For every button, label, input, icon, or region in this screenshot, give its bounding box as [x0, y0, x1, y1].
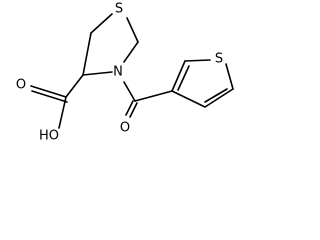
oxygen-atom-acid: O — [16, 78, 26, 93]
bond-s1-c2 — [126, 17, 139, 43]
bond-c4-c3-thio — [171, 90, 206, 108]
oxygen-atom-carbonyl: O — [120, 121, 130, 136]
bond-n3-ccarbonyl — [123, 81, 136, 102]
bond-n3-c4 — [82, 71, 113, 76]
bond-c5-c4-thio-inner — [204, 88, 228, 103]
sulfur-atom-thiophene: S — [215, 52, 223, 67]
thiophene-ring — [171, 59, 234, 108]
amide-carbonyl — [123, 81, 173, 118]
bond-ccarbonyl-thiophene — [134, 90, 173, 102]
bond-s-c5-thio — [225, 63, 234, 90]
bond-cacid-oh — [58, 96, 67, 129]
bond-c4-cacid — [65, 74, 84, 98]
sulfur-atom-thiazolidine: S — [115, 2, 123, 17]
bond-cacid-oacid-2 — [31, 90, 68, 103]
bond-c5-s1 — [90, 13, 113, 34]
bond-c2-n3 — [123, 41, 139, 63]
bond-ccarbonyl-o-1 — [125, 100, 134, 116]
carboxylic-acid — [30, 74, 84, 129]
bond-c5-c4-thio — [204, 88, 234, 108]
nitrogen-atom: N — [113, 65, 123, 80]
bond-c2-s-thio — [184, 59, 211, 62]
bond-c3-c2-thio — [171, 60, 186, 92]
molecule-structure: S N O O HO S — [16, 2, 234, 144]
bond-ccarbonyl-o-2 — [129, 102, 138, 118]
hydroxyl-group-label: HO — [39, 129, 59, 144]
thiazolidine-ring — [82, 13, 139, 76]
bond-c3-c2-thio-inner — [177, 65, 190, 91]
bond-c4-c5 — [82, 32, 92, 76]
bond-cacid-oacid-1 — [30, 85, 67, 98]
